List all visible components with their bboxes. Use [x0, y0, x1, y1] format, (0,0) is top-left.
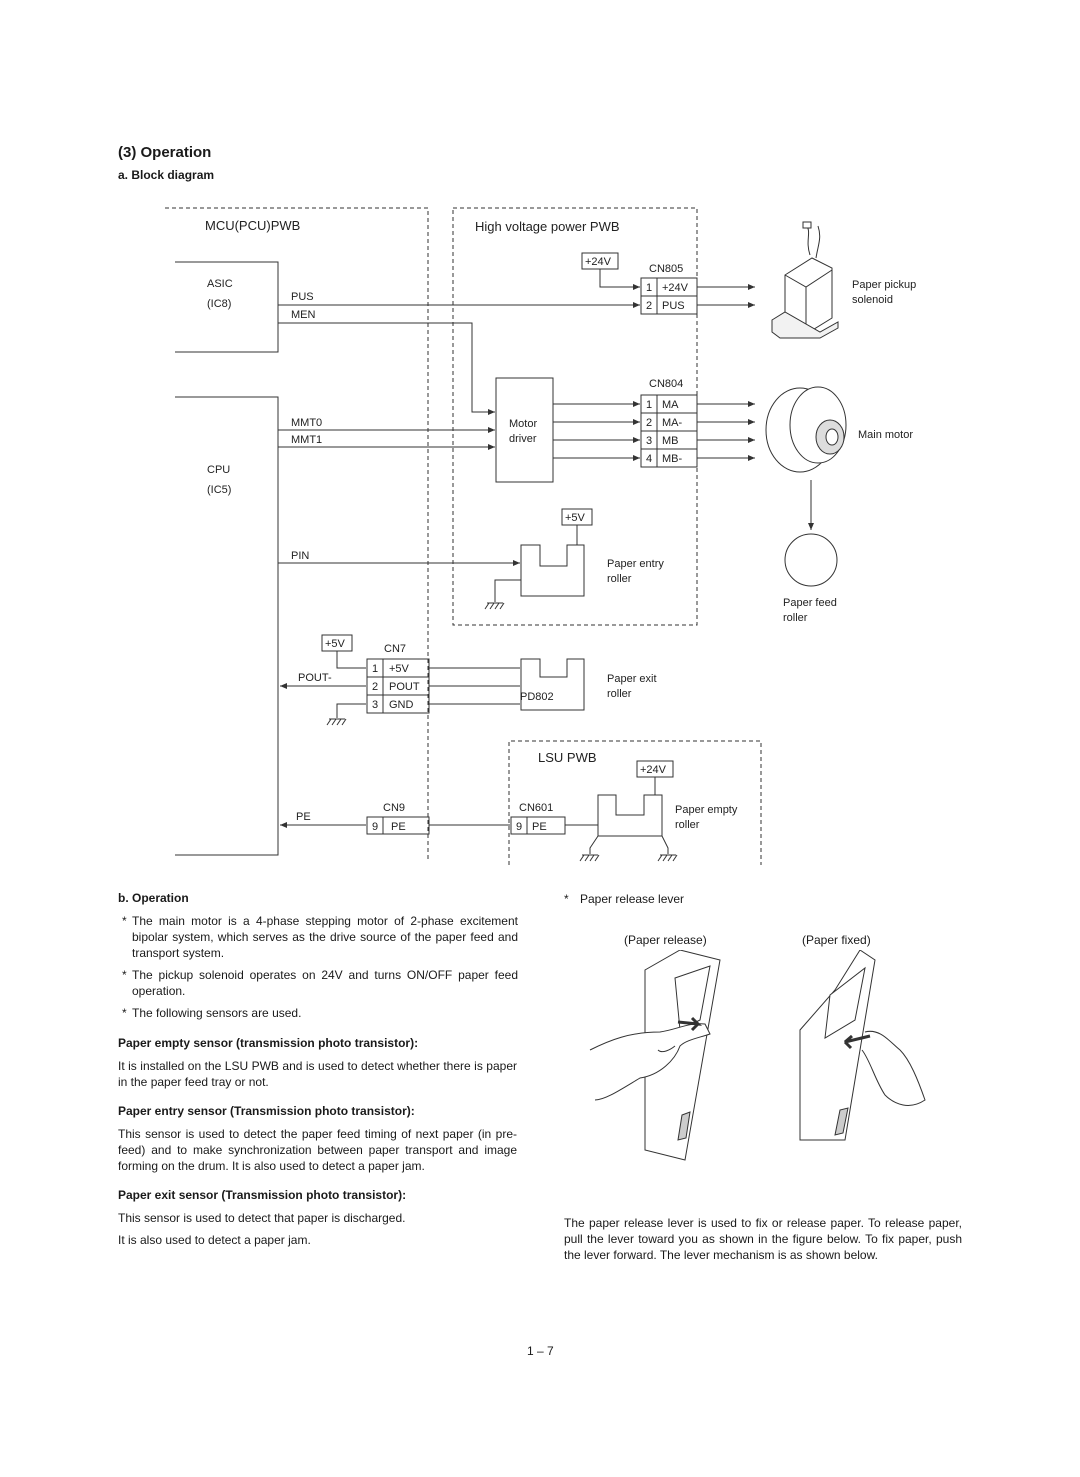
paper-entry-label: Paper entry	[607, 558, 664, 570]
men-signal: MEN	[291, 309, 316, 321]
block-diagram: MCU(PCU)PWB High voltage power PWB LSU P…	[165, 207, 916, 865]
cpu-block	[175, 396, 279, 856]
subsection-block-diagram: a. Block diagram	[118, 168, 215, 182]
paper-empty-label: Paper empty	[675, 804, 738, 816]
paper-feed-label: Paper feed	[783, 597, 837, 609]
asic-block	[175, 261, 279, 353]
ic5-label: (IC5)	[207, 484, 231, 496]
pd802-label: PD802	[520, 691, 554, 703]
cn7-5v-label: +5V	[325, 638, 346, 650]
mmt1-signal: MMT1	[291, 434, 322, 446]
cn601-label: CN601	[519, 802, 553, 814]
cn804-pin-num: 1	[646, 399, 652, 411]
pin-signal: PIN	[291, 550, 309, 562]
cn804-pin-num: 4	[646, 453, 652, 465]
sensor-title-entry: Paper entry sensor (Transmission photo t…	[118, 1104, 415, 1118]
cn804-pin-num: 2	[646, 417, 652, 429]
cn9-pin-signal: PE	[391, 821, 406, 833]
paper-entry-sensor-shape	[520, 544, 585, 597]
lsu-pwb-border	[508, 740, 762, 865]
cn804-pin-signal: MB	[662, 435, 679, 447]
cn805-pin-num: 1	[646, 282, 652, 294]
paper-empty-sensor-shape	[597, 794, 663, 837]
motor-driver-label-1: Motor	[509, 418, 537, 430]
cn805-pin-signal: +24V	[662, 282, 689, 294]
paper-exit-label: Paper exit	[607, 673, 657, 685]
cn7-pin-num: 3	[372, 699, 378, 711]
cn9-label: CN9	[383, 802, 405, 814]
pe-signal: PE	[296, 811, 311, 823]
motor-driver-label-2: driver	[509, 433, 537, 445]
paper-feed-roller-label: roller	[783, 612, 808, 624]
sensor-text-entry: This sensor is used to detect the paper …	[118, 1127, 517, 1173]
cn804-pin-num: 3	[646, 435, 652, 447]
cn7-pin-num: 2	[372, 681, 378, 693]
cpu-label: CPU	[207, 464, 230, 476]
cn7-pin-num: 1	[372, 663, 378, 675]
cn805-label: CN805	[649, 263, 683, 275]
cn804-label: CN804	[649, 378, 683, 390]
sensor-text-empty: It is installed on the LSU PWB and is us…	[118, 1059, 517, 1089]
sensor-text-exit-extra: It is also used to detect a paper jam.	[118, 1233, 311, 1247]
cn804-pin-signal: MB-	[662, 453, 683, 465]
sensor-text-exit: This sensor is used to detect that paper…	[118, 1211, 406, 1225]
cn7-pin-signal: POUT	[389, 681, 420, 693]
hv-5v-label: +5V	[565, 512, 586, 524]
lever-description: The paper release lever is used to fix o…	[564, 1216, 962, 1262]
page-number: 1 – 7	[527, 1344, 554, 1358]
motor-driver-box	[495, 377, 554, 483]
paper-release-caption: (Paper release)	[624, 933, 707, 947]
paper-feed-roller-circle	[784, 533, 838, 587]
main-motor-drawing	[765, 386, 847, 473]
cn7-pin-signal: GND	[389, 699, 414, 711]
cn9-pin-num: 9	[372, 821, 378, 833]
pout-signal: POUT-	[298, 672, 332, 684]
cn601-pin-signal: PE	[532, 821, 547, 833]
section-title: (3) Operation	[118, 144, 212, 161]
cn7-pin-signal: +5V	[389, 663, 410, 675]
paper-fixed-caption: (Paper fixed)	[802, 933, 871, 947]
mcu-pwb-border	[165, 207, 429, 862]
paper-exit-roller-label: roller	[607, 688, 632, 700]
cn601-pin-num: 9	[516, 821, 522, 833]
asic-label: ASIC	[207, 278, 233, 290]
ic8-label: (IC8)	[207, 298, 231, 310]
paper-pickup-label: Paper pickup	[852, 279, 916, 291]
lsu-pwb-label: LSU PWB	[538, 750, 597, 765]
operation-bullets: *The main motor is a 4-phase stepping mo…	[118, 913, 518, 1021]
mmt0-signal: MMT0	[291, 417, 322, 429]
bullet-item: *The main motor is a 4-phase stepping mo…	[122, 914, 518, 960]
solenoid-label: solenoid	[852, 294, 893, 306]
paper-entry-roller-label: roller	[607, 573, 632, 585]
bullet-item: *The following sensors are used.	[122, 1006, 302, 1020]
sensor-title-exit: Paper exit sensor (Transmission photo tr…	[118, 1188, 407, 1202]
lever-title: *Paper release lever	[564, 892, 685, 906]
pus-signal: PUS	[291, 291, 314, 303]
mcu-pwb-label: MCU(PCU)PWB	[205, 218, 300, 233]
lsu-24v-label: +24V	[640, 764, 667, 776]
paper-empty-roller-label: roller	[675, 819, 700, 831]
hv-24v-label: +24V	[585, 256, 612, 268]
cn804-pin-signal: MA-	[662, 417, 683, 429]
lever-illustration	[589, 950, 926, 1161]
sensor-title-empty: Paper empty sensor (transmission photo t…	[118, 1036, 419, 1050]
cn7-label: CN7	[384, 643, 406, 655]
paper-exit-sensor-shape	[520, 658, 585, 711]
cn805-pin-signal: PUS	[662, 300, 685, 312]
subsection-operation: b. Operation	[118, 891, 189, 905]
cn805-pin-num: 2	[646, 300, 652, 312]
cn804-pin-signal: MA	[662, 399, 679, 411]
solenoid-drawing	[771, 221, 839, 339]
hv-pwb-border	[452, 207, 698, 626]
main-motor-label: Main motor	[858, 429, 913, 441]
bullet-item: *The pickup solenoid operates on 24V and…	[122, 968, 518, 998]
hv-pwb-label: High voltage power PWB	[475, 219, 620, 234]
